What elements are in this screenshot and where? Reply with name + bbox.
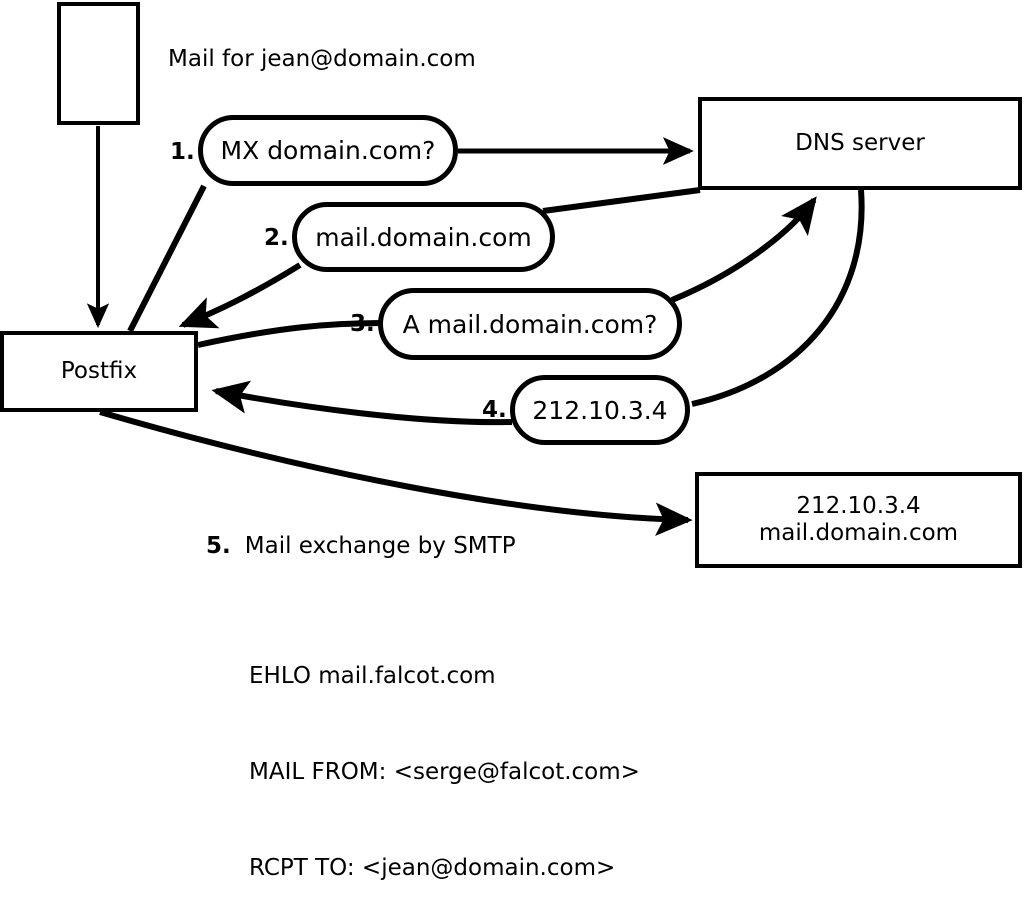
step-3-bubble[interactable]: A mail.domain.com?	[378, 288, 682, 360]
connector-step4-bubble-to-postfix	[211, 380, 513, 426]
connector-step5-postfix-to-mailserver	[99, 409, 693, 536]
step-5-number: 5.	[206, 533, 231, 559]
step-2-bubble-label: mail.domain.com	[315, 222, 532, 252]
node-dns-server-label: DNS server	[795, 129, 925, 156]
step-1-number: 1.	[170, 139, 195, 165]
connector-step4-dns-to-bubble	[691, 189, 865, 407]
step-3-bubble-label: A mail.domain.com?	[402, 309, 658, 339]
node-postfix-label: Postfix	[60, 357, 138, 384]
step-2-bubble[interactable]: mail.domain.com	[292, 202, 555, 272]
node-mail-server-ip: 212.10.3.4	[796, 492, 921, 519]
transcript-line: RCPT TO: <jean@domain.com>	[249, 855, 616, 881]
node-mail-server[interactable]: 212.10.3.4 mail.domain.com	[695, 472, 1022, 568]
step-3-number: 3.	[350, 311, 375, 337]
connector-step3-postfix-to-bubble	[197, 320, 387, 348]
step-2-number: 2.	[264, 225, 289, 251]
connector-step1-postfix-to-bubble	[127, 184, 207, 333]
transcript-line: MAIL FROM: <serge@falcot.com>	[249, 759, 640, 785]
node-postfix[interactable]: Postfix	[0, 331, 198, 412]
page-title: Mail for jean@domain.com	[168, 46, 476, 72]
connector-step2-bubble-to-postfix	[178, 262, 302, 329]
transcript-line: EHLO mail.falcot.com	[249, 663, 496, 689]
node-client[interactable]	[57, 2, 140, 125]
step-1-bubble[interactable]: MX domain.com?	[198, 115, 458, 186]
smtp-transcript: EHLO mail.falcot.com MAIL FROM: <serge@f…	[249, 596, 640, 919]
step-4-bubble-label: 212.10.3.4	[532, 395, 668, 425]
step-5-text: Mail exchange by SMTP	[244, 533, 516, 559]
connector-step3-bubble-to-dns	[670, 196, 817, 303]
step-4-bubble[interactable]: 212.10.3.4	[510, 375, 690, 445]
node-mail-server-hostname: mail.domain.com	[758, 520, 959, 546]
connector-step2-dns-to-bubble	[542, 187, 701, 214]
node-dns-server[interactable]: DNS server	[698, 97, 1022, 190]
step-1-bubble-label: MX domain.com?	[220, 136, 436, 165]
step-4-number: 4.	[482, 397, 507, 423]
step-5-label: 5. Mail exchange by SMTP	[206, 533, 516, 559]
